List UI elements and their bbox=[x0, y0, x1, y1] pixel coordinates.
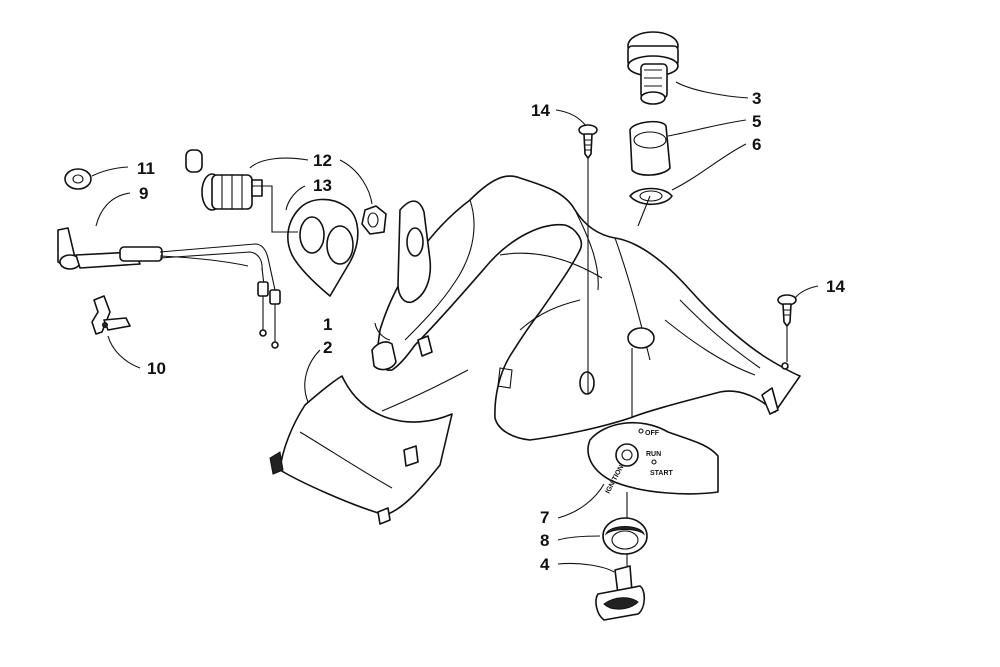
console-housing bbox=[371, 175, 801, 441]
callout-5: 5 bbox=[752, 112, 761, 131]
power-outlet bbox=[185, 149, 387, 235]
ignition-key bbox=[595, 565, 646, 621]
callout-labels: 1 2 3 4 5 6 7 8 9 10 11 12 13 14 14 bbox=[137, 89, 845, 574]
callout-2: 2 bbox=[323, 338, 332, 357]
callout-6: 6 bbox=[752, 135, 761, 154]
callout-9: 9 bbox=[139, 184, 148, 203]
bezel-nut bbox=[602, 517, 648, 555]
ignition-plate: OFF RUN START IGNITION bbox=[587, 421, 719, 495]
callout-3: 3 bbox=[752, 89, 761, 108]
plate-run-label: RUN bbox=[646, 451, 661, 458]
callout-14-upper: 14 bbox=[531, 101, 550, 120]
lower-cover bbox=[269, 369, 469, 525]
throttle-lever-assembly bbox=[57, 227, 281, 349]
screw-upper bbox=[578, 124, 598, 159]
lock-washer bbox=[629, 187, 673, 206]
screw-right bbox=[777, 294, 797, 327]
leader-lines bbox=[91, 81, 819, 573]
mounting-plate bbox=[287, 198, 359, 297]
switch-collar bbox=[629, 120, 671, 176]
callout-10: 10 bbox=[147, 359, 166, 378]
callout-7: 7 bbox=[540, 508, 549, 527]
plate-off-label: OFF bbox=[645, 430, 660, 437]
brake-lever-part bbox=[91, 295, 131, 335]
callout-12: 12 bbox=[313, 151, 332, 170]
callout-14-right: 14 bbox=[826, 277, 845, 296]
plate-start-label: START bbox=[650, 470, 674, 477]
callout-1: 1 bbox=[323, 315, 332, 334]
callout-11: 11 bbox=[137, 159, 155, 178]
callout-13: 13 bbox=[313, 176, 332, 195]
ignition-switch bbox=[627, 31, 679, 105]
grommet bbox=[64, 168, 92, 190]
callout-8: 8 bbox=[540, 531, 549, 550]
callout-4: 4 bbox=[540, 555, 550, 574]
